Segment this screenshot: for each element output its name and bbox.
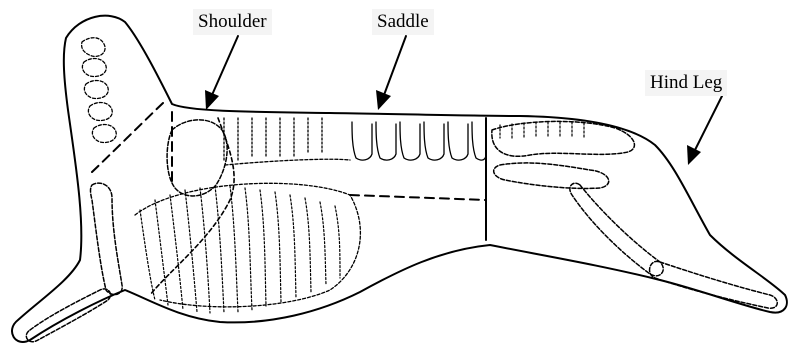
saddle-label: Saddle xyxy=(372,9,434,35)
hind-leg-arrowhead xyxy=(687,145,701,165)
front-leg-bones xyxy=(26,183,122,342)
shoulder-arrowhead xyxy=(205,90,219,110)
shoulder-label: Shoulder xyxy=(193,9,272,35)
rib-cage-border xyxy=(135,183,360,307)
shoulder-saddle-cut xyxy=(150,118,234,295)
hind-leg-bones xyxy=(494,163,778,308)
saddle-arrow-shaft xyxy=(384,36,406,95)
cut-lines xyxy=(92,103,486,200)
neck-vertebrae xyxy=(82,38,117,143)
hip-vertebrae xyxy=(500,122,584,138)
hind-leg-label: Hind Leg xyxy=(645,70,727,96)
saddle-arrowhead xyxy=(376,90,391,110)
shoulder-arrow-shaft xyxy=(212,36,238,95)
carcass-outline xyxy=(12,16,787,342)
ribs xyxy=(140,186,340,313)
hind-leg-arrow-shaft xyxy=(695,96,722,150)
shoulder-blade xyxy=(167,120,227,196)
spine-vertebrae xyxy=(224,118,486,165)
